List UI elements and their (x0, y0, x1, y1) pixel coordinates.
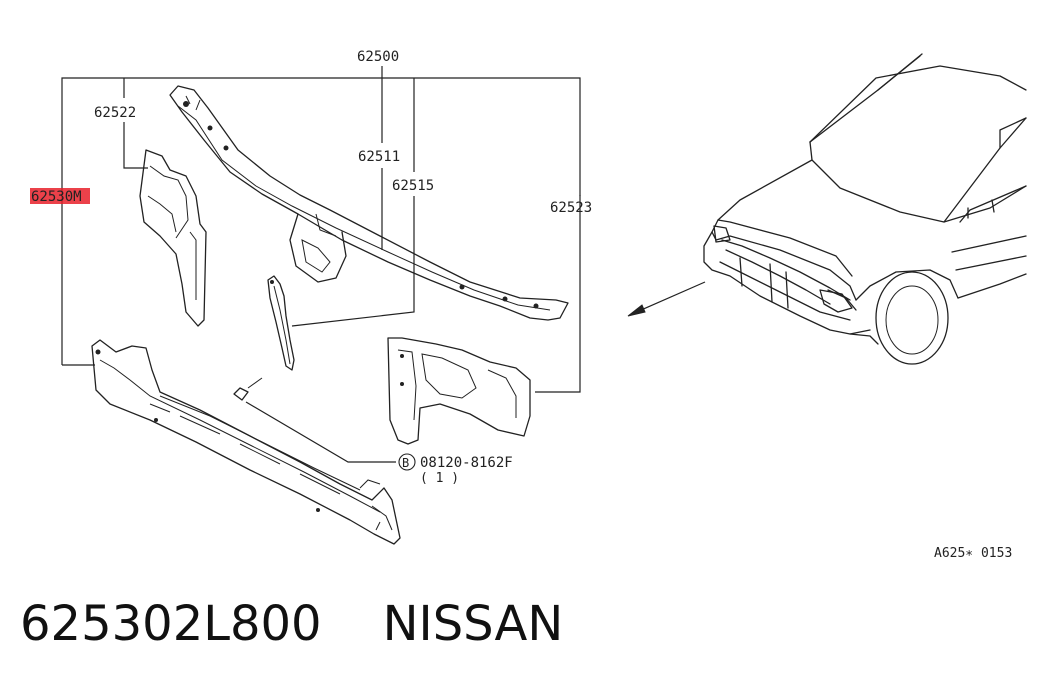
right-side-member (387, 337, 531, 445)
label-62511[interactable]: 62511 (358, 149, 400, 165)
label-62523[interactable]: 62523 (550, 200, 592, 216)
center-stay (267, 275, 295, 371)
label-62522[interactable]: 62522 (94, 105, 136, 121)
part-number-caption: 625302L800 NISSAN (20, 596, 563, 652)
label-62500[interactable]: 62500 (357, 49, 399, 65)
highlight-box (30, 188, 90, 204)
label-bolt[interactable]: 08120-8162F (420, 455, 513, 471)
left-side-member (139, 149, 207, 327)
bolt (233, 377, 263, 401)
part-number: 625302L800 (20, 596, 322, 652)
label-bolt-qty: ( 1 ) (420, 471, 459, 486)
bolt-symbol-circle (398, 453, 416, 471)
brand-name: NISSAN (382, 596, 564, 652)
lower-radiator-support (91, 339, 401, 545)
car-location-illustration (703, 53, 1027, 365)
leader-lines (61, 66, 706, 463)
part-labels: 62500 62522 62530M 62511 62515 62523 B 0… (30, 49, 1012, 561)
label-62515[interactable]: 62515 (392, 178, 434, 194)
upper-radiator-support (169, 85, 569, 321)
caption-separator (322, 596, 383, 652)
figure-code: A625∗ 0153 (934, 546, 1012, 561)
label-62530m-highlighted[interactable]: 62530M (31, 189, 82, 205)
bolt-symbol: B (402, 456, 409, 470)
